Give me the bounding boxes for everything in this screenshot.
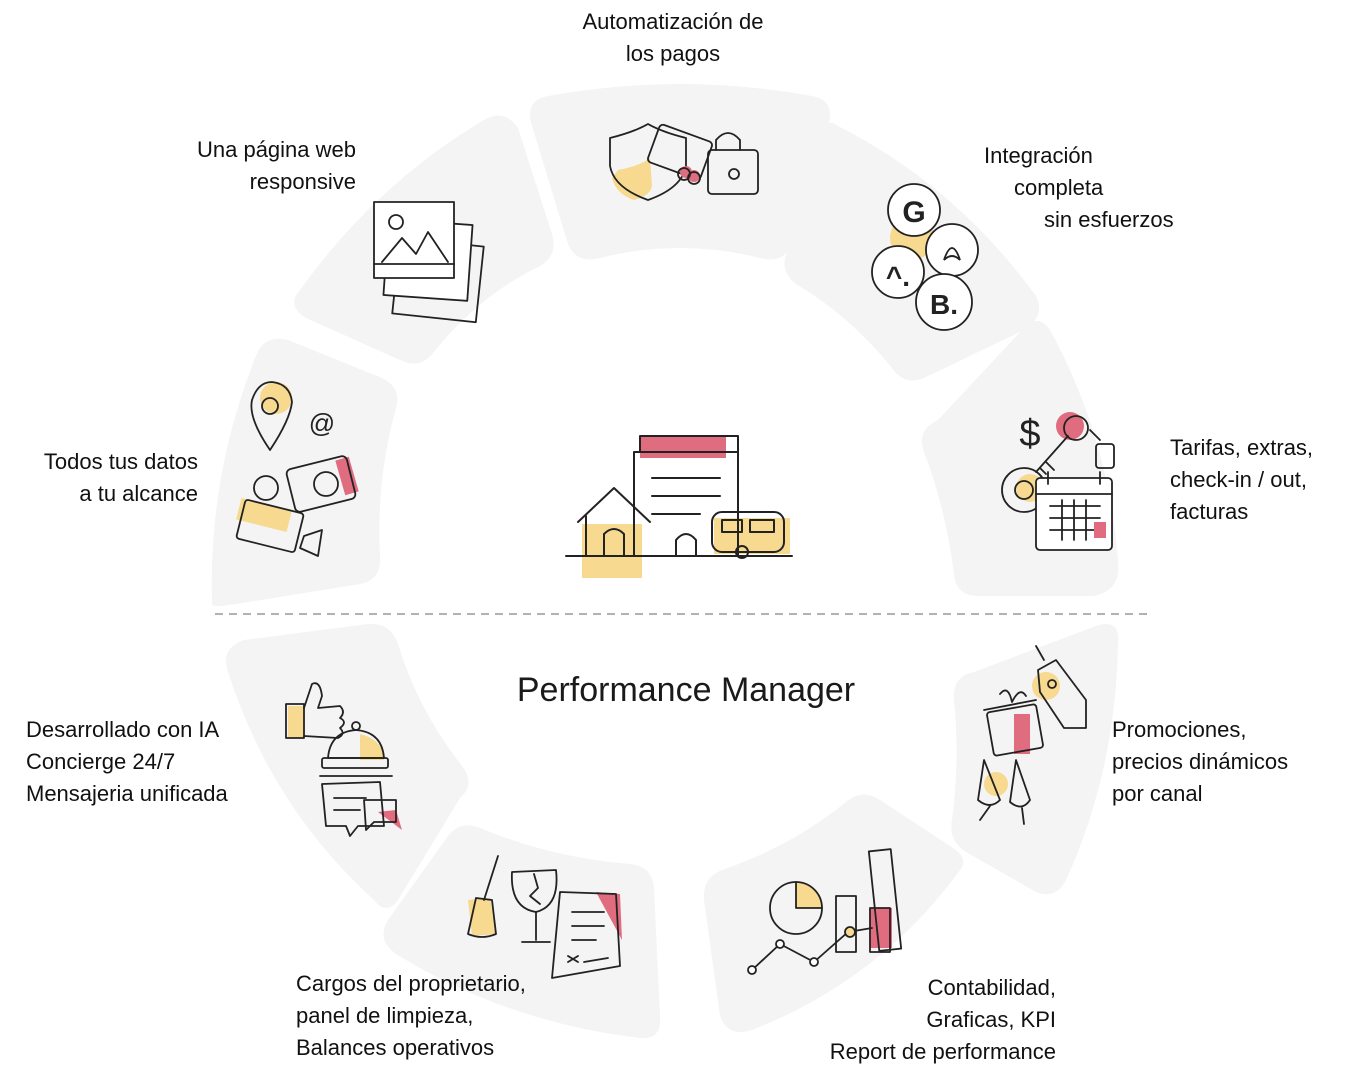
label-line: Automatización de bbox=[582, 9, 764, 34]
segment-owner bbox=[383, 825, 661, 1039]
label-line: Desarrollado con IA bbox=[26, 717, 220, 742]
concierge-bell-chat-icon bbox=[285, 682, 402, 837]
label-line: facturas bbox=[1170, 499, 1249, 524]
label-line: check-in / out, bbox=[1170, 467, 1307, 492]
label-line: Promociones, bbox=[1112, 717, 1247, 742]
label-data: Todos tus datos a tu alcance bbox=[10, 446, 198, 510]
location-camera-data-icon: @ bbox=[235, 381, 359, 557]
label-line: Tarifas, extras, bbox=[1170, 435, 1314, 460]
label-line: a tu alcance bbox=[79, 481, 198, 506]
label-line: panel de limpieza, bbox=[296, 1003, 474, 1028]
label-line: por canal bbox=[1112, 781, 1203, 806]
wheel-segments bbox=[211, 84, 1119, 1039]
segment-accounting bbox=[703, 794, 964, 1033]
label-web: Una página web responsive bbox=[158, 134, 356, 198]
label-payments: Automatización de los pagos bbox=[560, 6, 786, 70]
segment-payments bbox=[530, 84, 830, 260]
label-line: precios dinámicos bbox=[1112, 749, 1289, 774]
label-line: completa bbox=[1014, 175, 1104, 200]
label-line: Mensajeria unificada bbox=[26, 781, 228, 806]
segment-promotions bbox=[951, 624, 1119, 895]
label-line: Graficas, KPI bbox=[926, 1007, 1056, 1032]
svg-text:$: $ bbox=[1019, 413, 1040, 455]
label-owner: Cargos del proprietario, panel de limpie… bbox=[296, 968, 526, 1064]
label-line: Balances operativos bbox=[296, 1035, 495, 1060]
gift-tag-champagne-icon bbox=[977, 645, 1087, 825]
responsive-web-image-icon bbox=[373, 201, 485, 324]
label-line: Integración bbox=[984, 143, 1093, 168]
label-line: sin esfuerzos bbox=[1044, 207, 1174, 232]
properties-hotel-house-caravan-icon bbox=[565, 435, 793, 578]
center-title: Performance Manager bbox=[516, 671, 856, 709]
label-line: Una página web bbox=[196, 137, 356, 162]
label-line: Report de performance bbox=[829, 1039, 1056, 1064]
segment-ai bbox=[226, 623, 469, 908]
label-integration: Integración completa sin esfuerzos bbox=[984, 140, 1174, 236]
svg-text:@: @ bbox=[309, 408, 335, 438]
svg-text:B.: B. bbox=[930, 289, 958, 320]
label-accounting: Contabilidad, Graficas, KPI Report de pe… bbox=[756, 972, 1056, 1068]
charts-kpi-icon bbox=[747, 848, 903, 975]
label-line: responsive bbox=[249, 169, 356, 194]
label-rates: Tarifas, extras, check-in / out, factura… bbox=[1170, 432, 1313, 528]
channel-logos-icon: G ^. B. bbox=[871, 183, 979, 331]
segment-data bbox=[211, 338, 398, 606]
payment-cards-lock-icon bbox=[609, 123, 759, 201]
label-line: Concierge 24/7 bbox=[26, 749, 176, 774]
cleaning-broom-invoice-icon bbox=[467, 855, 622, 979]
label-promotions: Promociones, precios dinámicos por canal bbox=[1112, 714, 1288, 810]
pricing-keys-calendar-icon: $ bbox=[1001, 412, 1115, 551]
label-ai: Desarrollado con IA Concierge 24/7 Mensa… bbox=[26, 714, 228, 810]
svg-text:G: G bbox=[902, 196, 925, 229]
label-line: los pagos bbox=[625, 41, 721, 66]
label-line: Todos tus datos bbox=[43, 449, 198, 474]
svg-text:^.: ^. bbox=[886, 261, 910, 292]
label-line: Contabilidad, bbox=[927, 975, 1056, 1000]
label-line: Cargos del proprietario, bbox=[296, 971, 526, 996]
